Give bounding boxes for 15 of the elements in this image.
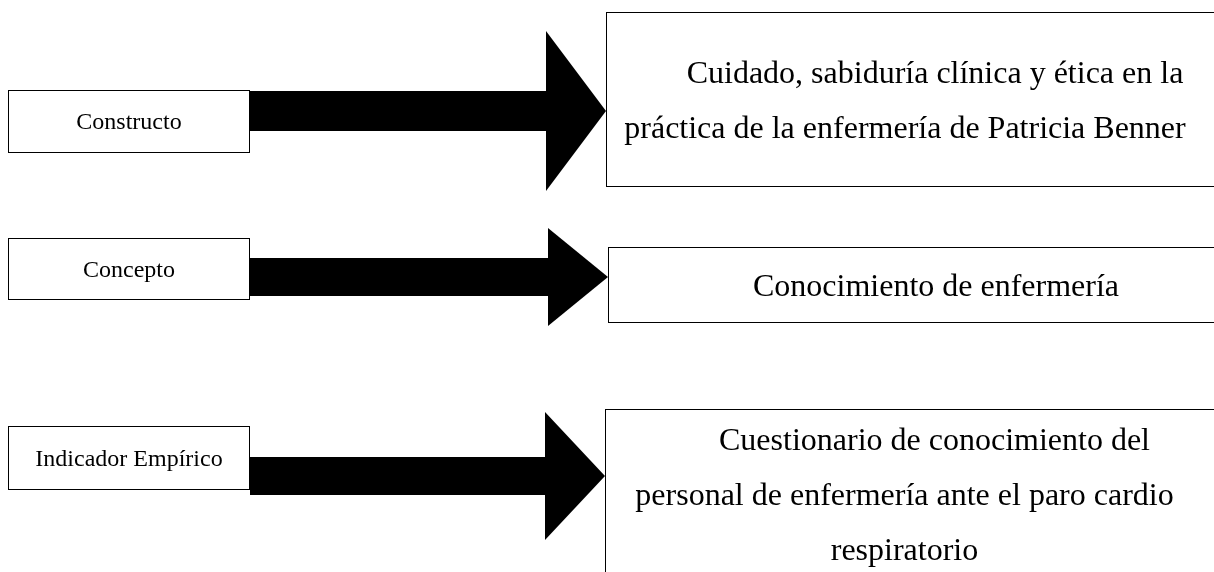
label-box <box>8 90 250 153</box>
box-text: Constructo <box>76 107 182 136</box>
box-text: Conocimiento de enfermería <box>751 265 1120 305</box>
block-arrow <box>250 412 605 540</box>
text-box <box>608 247 1214 323</box>
box-text: Indicador Empírico <box>35 443 223 473</box>
block-arrow <box>250 31 606 191</box>
box-text: Concepto <box>83 254 175 284</box>
text-box <box>605 409 1214 572</box>
label-box <box>8 426 250 490</box>
text-box <box>606 12 1214 187</box>
block-arrow <box>250 228 608 326</box>
box-text: Cuidado, sabiduría clínica y ética en la práctica de la enfermería de Patricia Benner <box>623 52 1187 147</box>
label-box <box>8 238 250 300</box>
box-text: Cuestionario de conocimiento del personal de enfermería ante el paro cardio respiratorio <box>634 419 1175 569</box>
